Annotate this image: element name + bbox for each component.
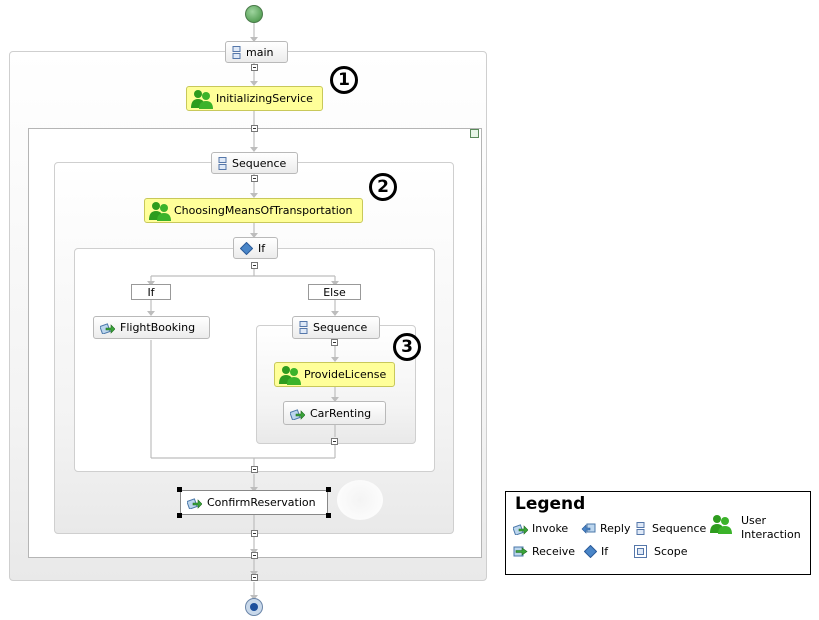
confirm-reservation-label: ConfirmReservation [207, 496, 316, 509]
collapse-toggle-main[interactable] [251, 64, 258, 71]
user-interaction-icon [191, 89, 213, 109]
sequence-node[interactable]: Sequence [211, 152, 298, 174]
collapse-toggle-inner-sequence[interactable] [331, 339, 338, 346]
step-badge-3: 3 [393, 333, 421, 361]
legend-sequence-label: Sequence [652, 522, 707, 535]
collapse-toggle-sequence-end[interactable] [251, 530, 258, 537]
sequence-icon [636, 522, 645, 535]
legend-item-sequence: Sequence [636, 522, 706, 535]
car-renting-label: CarRenting [310, 406, 372, 420]
sequence-icon [218, 156, 227, 170]
branch-else-tab[interactable]: Else [308, 284, 361, 300]
legend-reply-label: Reply [600, 522, 631, 535]
selection-handle-bottom-left[interactable] [177, 513, 182, 518]
if-diamond-icon [240, 241, 253, 255]
selection-handle-bottom-right[interactable] [326, 513, 331, 518]
legend-user-interaction-line1: User [741, 514, 767, 527]
sequence-label: Sequence [232, 156, 287, 170]
collapse-toggle-if-end[interactable] [251, 466, 258, 473]
confirm-reservation-node[interactable]: ConfirmReservation [180, 490, 328, 515]
branch-if-tab[interactable]: If [131, 284, 171, 300]
invoke-icon [513, 524, 528, 535]
end-node[interactable] [245, 598, 263, 616]
reply-icon [581, 523, 596, 534]
sequence-icon [232, 45, 241, 59]
if-label: If [258, 241, 266, 255]
scope-marker-icon[interactable] [470, 129, 479, 138]
legend-scope-label: Scope [654, 545, 688, 558]
sequence-icon [299, 321, 308, 334]
provide-license-label: ProvideLicense [304, 368, 387, 381]
step-badge-2: 2 [369, 173, 397, 201]
invoke-icon [187, 498, 202, 509]
if-diamond-icon [584, 545, 597, 558]
branch-else-label: Else [323, 285, 346, 299]
legend-if-label: If [601, 545, 609, 558]
receive-icon [513, 546, 528, 557]
scope-icon [634, 545, 647, 558]
selection-handle-top-right[interactable] [326, 487, 331, 492]
main-sequence-node[interactable]: main [225, 41, 288, 63]
legend-title: Legend [515, 494, 586, 514]
invoke-icon [100, 323, 115, 334]
initializing-service-label: InitializingService [216, 92, 313, 105]
choosing-means-label: ChoosingMeansOfTransportation [174, 204, 353, 217]
legend-user-interaction-text: User Interaction [741, 514, 801, 542]
legend-item-scope: Scope [634, 545, 688, 558]
legend-receive-label: Receive [532, 545, 576, 558]
legend-item-reply: Reply [581, 522, 630, 535]
legend-box: Legend Invoke Reply Sequence User Intera… [505, 491, 811, 575]
user-interaction-icon [710, 515, 732, 534]
legend-item-receive: Receive [513, 545, 575, 558]
initializing-service-node[interactable]: InitializingService [186, 86, 323, 111]
collapse-toggle-sequence[interactable] [251, 175, 258, 182]
flight-booking-node[interactable]: FlightBooking [93, 316, 210, 339]
flight-booking-label: FlightBooking [120, 321, 196, 334]
inner-sequence-node[interactable]: Sequence [292, 316, 380, 339]
user-interaction-icon [149, 201, 171, 221]
user-interaction-icon [279, 365, 301, 385]
collapse-toggle-main-end[interactable] [251, 574, 258, 581]
start-node[interactable] [245, 5, 263, 23]
collapse-toggle-loop-end[interactable] [251, 552, 258, 559]
car-renting-node[interactable]: CarRenting [283, 401, 386, 425]
selection-handle-top-left[interactable] [177, 487, 182, 492]
invoke-icon [290, 408, 305, 420]
if-node[interactable]: If [233, 237, 278, 259]
inner-sequence-label: Sequence [313, 321, 368, 334]
ghost-shadow [337, 480, 383, 520]
collapse-toggle-if[interactable] [251, 262, 258, 269]
choosing-means-of-transportation-node[interactable]: ChoosingMeansOfTransportation [144, 198, 363, 223]
legend-item-invoke: Invoke [513, 522, 568, 535]
legend-invoke-label: Invoke [532, 522, 569, 535]
branch-if-label: If [147, 285, 155, 299]
main-label: main [246, 45, 274, 59]
collapse-toggle-inner-sequence-end[interactable] [331, 438, 338, 445]
collapse-toggle-loop[interactable] [251, 125, 258, 132]
step-badge-1: 1 [330, 66, 358, 94]
legend-item-if: If [584, 545, 608, 558]
legend-user-interaction-line2: Interaction [741, 528, 801, 541]
legend-item-user-interaction: User Interaction [709, 514, 801, 542]
provide-license-node[interactable]: ProvideLicense [274, 362, 395, 387]
